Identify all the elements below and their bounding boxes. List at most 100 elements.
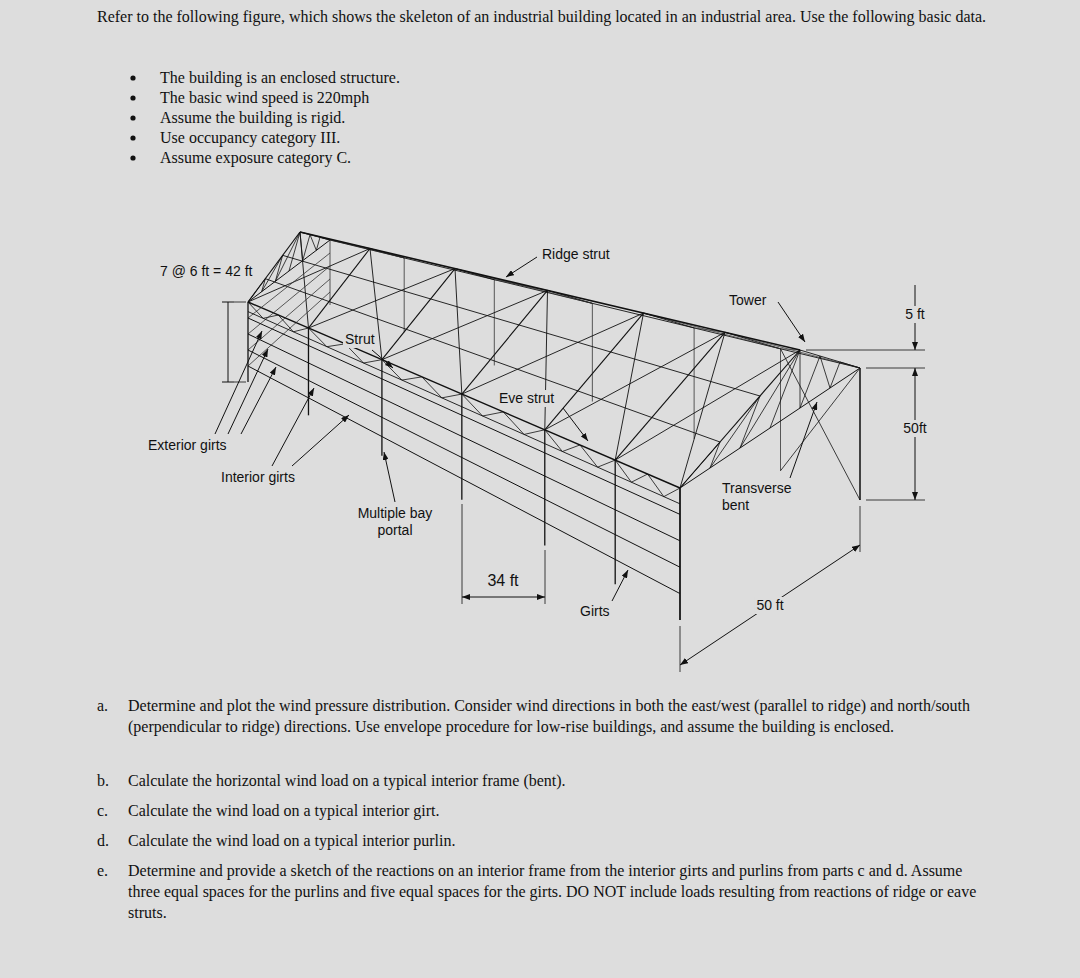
eave-strut-web [364, 360, 382, 363]
dimension-label: 34 ft [487, 571, 518, 590]
back-column [494, 280, 495, 366]
extension-line [234, 382, 246, 383]
extension-line [462, 504, 463, 604]
column [615, 460, 616, 584]
bullet-dot [130, 155, 135, 160]
truss-web [770, 350, 800, 428]
eave-strut-web [631, 474, 647, 482]
rafter [462, 290, 548, 394]
ridge-strut [300, 232, 800, 350]
truss-web [310, 235, 316, 251]
dimension-label: 50 ft [754, 597, 785, 614]
truss-web [800, 350, 801, 408]
bullet-text: The basic wind speed is 220mph [160, 87, 369, 108]
question-text: Determine and provide a sketch of the re… [128, 860, 988, 923]
column [247, 302, 248, 382]
eave-strut-web [278, 315, 293, 332]
eave-strut-web [402, 377, 422, 380]
leader-arrow [384, 452, 395, 502]
front-eave [248, 302, 680, 488]
rafter [382, 269, 455, 360]
truss-web [300, 232, 303, 261]
purlin [265, 279, 720, 442]
extension-line [866, 368, 925, 369]
question-text: Determine and plot the wind pressure dis… [128, 695, 988, 737]
part-label: Multiple bay portal [340, 505, 450, 539]
roof-bracing [462, 313, 644, 394]
part-label: Interior girts [221, 469, 295, 486]
bullet-text: The building is an enclosed structure. [160, 67, 400, 88]
girt [248, 334, 680, 541]
truss-web [275, 232, 300, 281]
leader-arrow [215, 331, 262, 434]
back-column [860, 368, 861, 500]
rafter [800, 350, 860, 368]
end-column [859, 368, 860, 500]
truss-web [740, 396, 760, 448]
eave-strut-web [483, 412, 504, 416]
question-letter: c. [97, 800, 108, 821]
bullet-dot [130, 115, 135, 120]
leader-arrow [241, 367, 276, 434]
truss-web [840, 362, 860, 368]
truss-web [830, 362, 840, 388]
part-label: Ridge strut [540, 246, 612, 263]
back-column [330, 240, 331, 305]
part-label: Transverse bent [722, 480, 812, 514]
part-label: Tower [727, 292, 768, 309]
rafter [545, 313, 644, 430]
eave-strut-web [248, 302, 263, 318]
column [381, 360, 382, 456]
roof-bracing [248, 249, 370, 302]
dimension-line [462, 597, 545, 598]
bullet-dot [130, 135, 135, 140]
back-column [780, 349, 781, 471]
part-label: Exterior girts [148, 437, 227, 454]
leader-arrow [506, 257, 537, 277]
extension-line [866, 500, 925, 501]
truss-web [320, 237, 330, 240]
dimension-label: 50ft [901, 420, 928, 437]
bullet-text: Assume the building is rigid. [160, 107, 345, 128]
part-label: Strut [343, 331, 377, 348]
eave-strut-web [598, 460, 616, 467]
leader-arrow [292, 415, 349, 466]
rafter [680, 350, 800, 488]
question-text: Calculate the wind load on a typical int… [128, 800, 988, 821]
tower-bracing [781, 368, 861, 471]
bullet-dot [130, 95, 135, 100]
eave-strut-web [293, 328, 308, 332]
eave-strut-web [308, 328, 326, 347]
bullet-dot [130, 75, 135, 80]
question-letter: b. [97, 770, 109, 791]
eave-strut-web [580, 445, 598, 467]
rafter [615, 332, 725, 460]
end-girt [248, 292, 330, 366]
extension-line [545, 550, 546, 604]
truss-web [800, 356, 820, 408]
column [461, 394, 462, 500]
extension-line [234, 302, 246, 303]
eave-strut-web [615, 460, 631, 482]
leader-arrow [778, 302, 805, 342]
truss-web [710, 442, 720, 468]
eave-strut-web [462, 394, 483, 416]
truss-web [740, 350, 800, 448]
eave-strut-web [442, 394, 462, 398]
leader-arrow [563, 408, 588, 441]
dimension-label: 5 ft [903, 306, 926, 323]
end-column [679, 488, 680, 620]
eave-strut-web [664, 488, 680, 497]
eave-strut-chord [248, 312, 680, 504]
eave-strut-web [503, 412, 524, 435]
eave-strut-web [648, 474, 664, 497]
back-column [592, 303, 593, 401]
back-column [404, 258, 405, 332]
dimension-label: 7 @ 6 ft = 42 ft [160, 263, 252, 280]
dimension-tick [222, 382, 234, 383]
eave-strut-web [263, 315, 278, 318]
roof-bracing [308, 269, 455, 328]
roof-bracing [382, 290, 548, 359]
part-label: Eve strut [497, 390, 556, 407]
